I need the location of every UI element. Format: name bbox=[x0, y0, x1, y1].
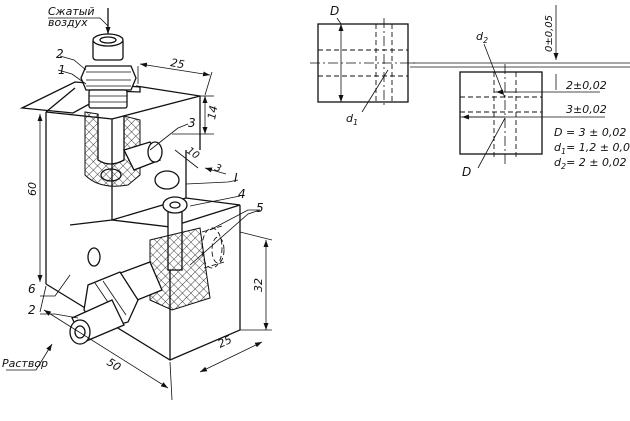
spec-D: D = 3 ± 0,02 bbox=[554, 126, 626, 139]
air-label-line2: воздух bbox=[48, 16, 88, 29]
callout-5: 5 bbox=[256, 201, 264, 215]
solution-label: Раствор bbox=[2, 357, 48, 370]
dim-14: 14 bbox=[205, 104, 220, 120]
dim-60: 60 bbox=[26, 182, 39, 196]
air-label-line1: Сжатый bbox=[48, 5, 95, 18]
callout-I: I bbox=[234, 171, 238, 185]
callout-6: 6 bbox=[28, 282, 36, 296]
callout-2-bottom: 2 bbox=[28, 303, 36, 317]
dim-25-bottom: 25 bbox=[216, 333, 234, 351]
detail-d1-label: d1 bbox=[346, 112, 358, 127]
dim-25-top: 25 bbox=[169, 56, 185, 71]
bottom-fitting bbox=[69, 261, 163, 345]
spec-d2: d2= 2 ± 0,02 bbox=[554, 156, 627, 171]
tol-3: 3±0,02 bbox=[566, 103, 607, 116]
dim-32: 32 bbox=[252, 278, 265, 292]
detail-lower-box bbox=[459, 71, 543, 155]
side-nozzle bbox=[123, 141, 180, 190]
vertical-tube bbox=[149, 196, 211, 311]
tol-2: 2±0,02 bbox=[566, 79, 607, 92]
isometric-block: Сжатый воздух 2 1 3 I 4 5 6 2 Раствор 25… bbox=[2, 5, 273, 401]
top-fitting bbox=[80, 8, 137, 109]
callout-4: 4 bbox=[238, 187, 246, 201]
detail-view: D d1 0±0,05 2±0,02 3±0,02 d2 D D = 3 bbox=[310, 4, 630, 179]
tol-vertical: 0±0,05 bbox=[544, 15, 555, 52]
detail-D-label: D bbox=[330, 4, 339, 18]
spec-d1: d1= 1,2 ± 0,02 bbox=[554, 141, 630, 156]
front-hole bbox=[87, 247, 101, 267]
callout-1: 1 bbox=[58, 63, 66, 77]
callout-2-top: 2 bbox=[56, 47, 64, 61]
dim-50: 50 bbox=[104, 356, 123, 374]
detail-d2-label: d2 bbox=[476, 30, 488, 45]
callout-3: 3 bbox=[188, 116, 196, 130]
dim-3: 3 bbox=[213, 162, 223, 175]
detail-D-lower: D bbox=[462, 165, 471, 179]
